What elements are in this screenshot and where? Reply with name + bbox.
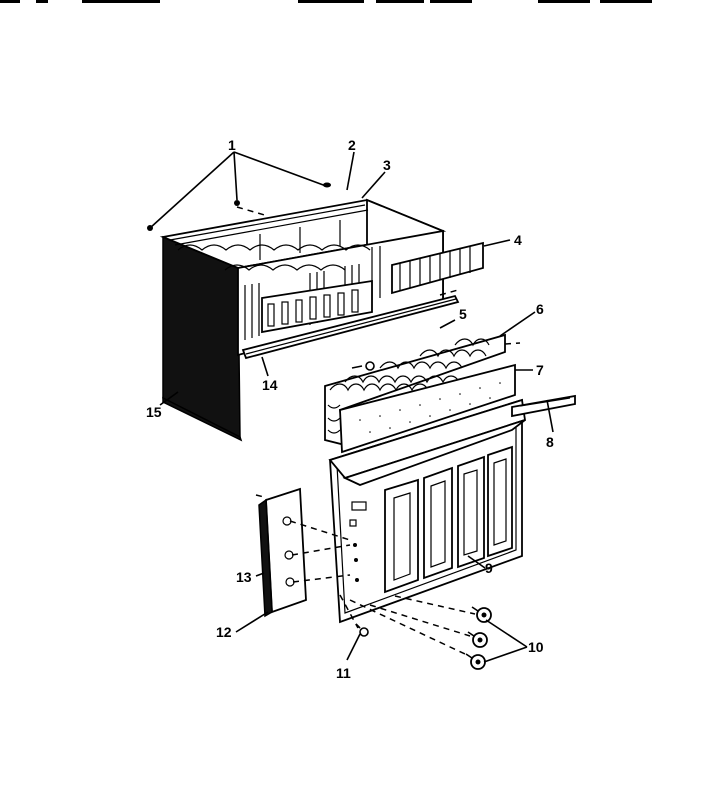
part-label-3: 3 — [383, 157, 391, 173]
part-label-7: 7 — [536, 362, 544, 378]
part-label-11: 11 — [336, 665, 351, 681]
rail-part-4 — [391, 241, 484, 295]
part-label-2: 2 — [348, 137, 356, 153]
part-label-10: 10 — [528, 639, 544, 655]
part-label-5: 5 — [459, 306, 467, 322]
leader-lines — [149, 151, 554, 663]
part-labels: 1 2 3 4 5 6 7 8 9 10 11 12 13 14 15 — [146, 137, 554, 681]
part-label-15: 15 — [146, 404, 162, 420]
part-label-8: 8 — [546, 434, 554, 450]
bracket-part-12-13 — [258, 487, 307, 618]
front-grille-part-9 — [328, 394, 576, 624]
part-label-9: 9 — [485, 560, 493, 576]
part-label-13: 13 — [236, 569, 252, 585]
top-edge-marks — [0, 0, 652, 3]
part-label-12: 12 — [216, 624, 232, 640]
screw-part-5 — [351, 361, 375, 371]
part-label-6: 6 — [536, 301, 544, 317]
part-label-4: 4 — [514, 232, 522, 248]
cabinet-shell — [159, 198, 460, 442]
assembly-dashed-lines — [255, 289, 521, 655]
part-label-14: 14 — [262, 377, 278, 393]
filter-panel-part-7 — [339, 363, 516, 454]
knobs-part-10 — [465, 606, 492, 670]
screw-part-11 — [355, 623, 369, 637]
part-label-1: 1 — [228, 137, 236, 153]
